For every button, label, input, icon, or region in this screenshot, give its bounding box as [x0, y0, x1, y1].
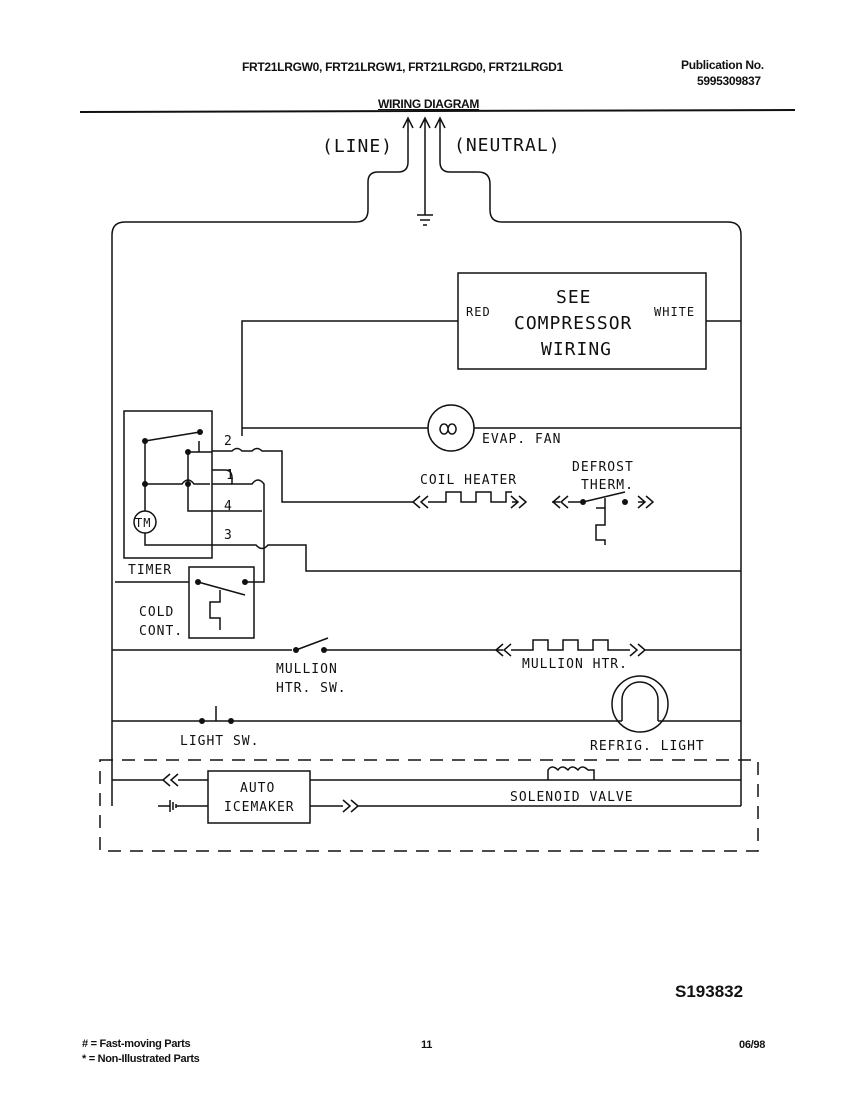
compressor-box-line2: COMPRESSOR [514, 313, 632, 334]
compressor-box-line1: SEE [556, 287, 592, 308]
solenoid-valve-label: SOLENOID VALVE [510, 790, 634, 805]
light-switch-label: LIGHT SW. [180, 734, 259, 749]
page-number: 11 [421, 1039, 433, 1051]
mullion-switch-line2: HTR. SW. [276, 681, 347, 696]
cold-control-line1: COLD [139, 605, 174, 620]
mullion-heater-label: MULLION HTR. [522, 657, 628, 672]
refrig-light-label: REFRIG. LIGHT [590, 739, 705, 754]
icemaker-line2: ICEMAKER [224, 800, 295, 815]
cold-control-line2: CONT. [139, 624, 183, 639]
diagram-code: S193832 [675, 982, 744, 1001]
line-label: (LINE) [322, 136, 393, 157]
model-numbers: FRT21LRGW0, FRT21LRGW1, FRT21LRGD0, FRT2… [242, 60, 563, 74]
defrost-therm-line1: DEFROST [572, 460, 634, 475]
evap-fan-label: EVAP. FAN [482, 432, 561, 447]
compressor-box-line3: WIRING [541, 339, 612, 360]
neutral-label: (NEUTRAL) [454, 135, 561, 156]
timer-motor-label: TM [135, 516, 151, 530]
legend-fast-moving: # = Fast-moving Parts [82, 1038, 191, 1050]
page-title: WIRING DIAGRAM [378, 97, 480, 111]
mullion-switch-line1: MULLION [276, 662, 338, 677]
white-wire-label: WHITE [654, 305, 695, 319]
red-wire-label: RED [466, 305, 491, 319]
legend-non-illustrated: * = Non-Illustrated Parts [82, 1053, 200, 1065]
timer-terminal-4: 4 [224, 499, 233, 514]
timer-terminal-2: 2 [224, 434, 233, 449]
footer-date: 06/98 [739, 1039, 766, 1051]
timer-terminal-1: 1 [226, 468, 235, 483]
timer-label: TIMER [128, 563, 172, 578]
icemaker-line1: AUTO [240, 781, 275, 796]
timer-terminal-3: 3 [224, 528, 233, 543]
defrost-therm-line2: THERM. [581, 478, 634, 493]
publication-label: Publication No. [681, 58, 764, 72]
coil-heater-label: COIL HEATER [420, 473, 517, 488]
publication-number: 5995309837 [697, 74, 761, 88]
